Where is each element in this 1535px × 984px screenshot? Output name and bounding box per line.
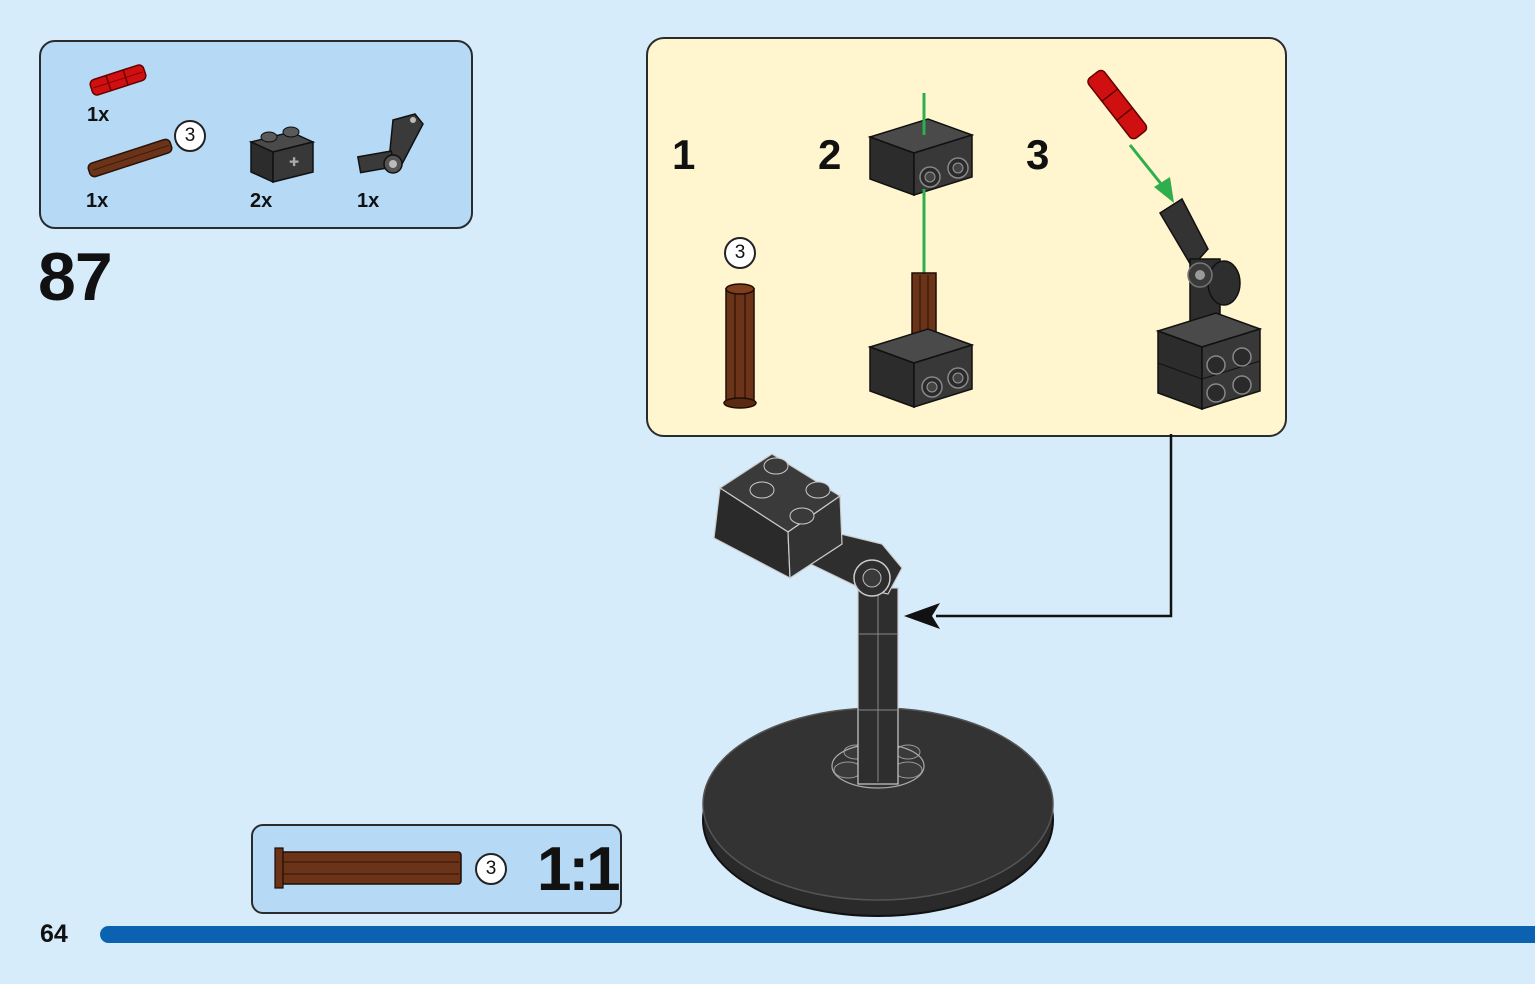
svg-text:✚: ✚ <box>289 155 299 169</box>
substep3-illustration <box>1087 69 1263 411</box>
scale-ratio-label: 1:1 <box>537 835 621 904</box>
brown-axle-icon <box>87 138 173 178</box>
main-model-illustration <box>702 453 1054 917</box>
progress-bar <box>100 926 1535 943</box>
axle-scale-icon <box>274 847 462 889</box>
step-number: 87 <box>38 239 113 315</box>
part-qty-black-brick: 2x <box>250 190 273 212</box>
substep-axle-length-badge: 3 <box>724 237 756 269</box>
parts-list-box: 1x 3 1x ✚ 2x 1x <box>39 40 473 229</box>
axle-length-badge: 3 <box>174 120 206 152</box>
substep-panel: 1 2 3 3 <box>646 37 1287 437</box>
page-number: 64 <box>40 920 68 948</box>
part-qty-red-pin: 1x <box>87 104 110 126</box>
part-qty-angle-connector: 1x <box>357 190 380 212</box>
red-connector-pin-icon <box>89 64 147 96</box>
substep-label-1: 1 <box>672 131 696 178</box>
scale-reference-box: 3 1:1 <box>251 824 622 914</box>
substep2-illustration <box>867 93 975 409</box>
black-brick-icon: ✚ <box>248 126 316 184</box>
vertical-axle-icon <box>723 283 757 409</box>
substep-label-3: 3 <box>1026 131 1050 178</box>
angle-connector-icon <box>356 113 424 174</box>
scale-axle-length-badge: 3 <box>475 853 507 885</box>
part-qty-brown-axle: 1x <box>86 190 109 212</box>
substep-label-2: 2 <box>818 131 842 178</box>
